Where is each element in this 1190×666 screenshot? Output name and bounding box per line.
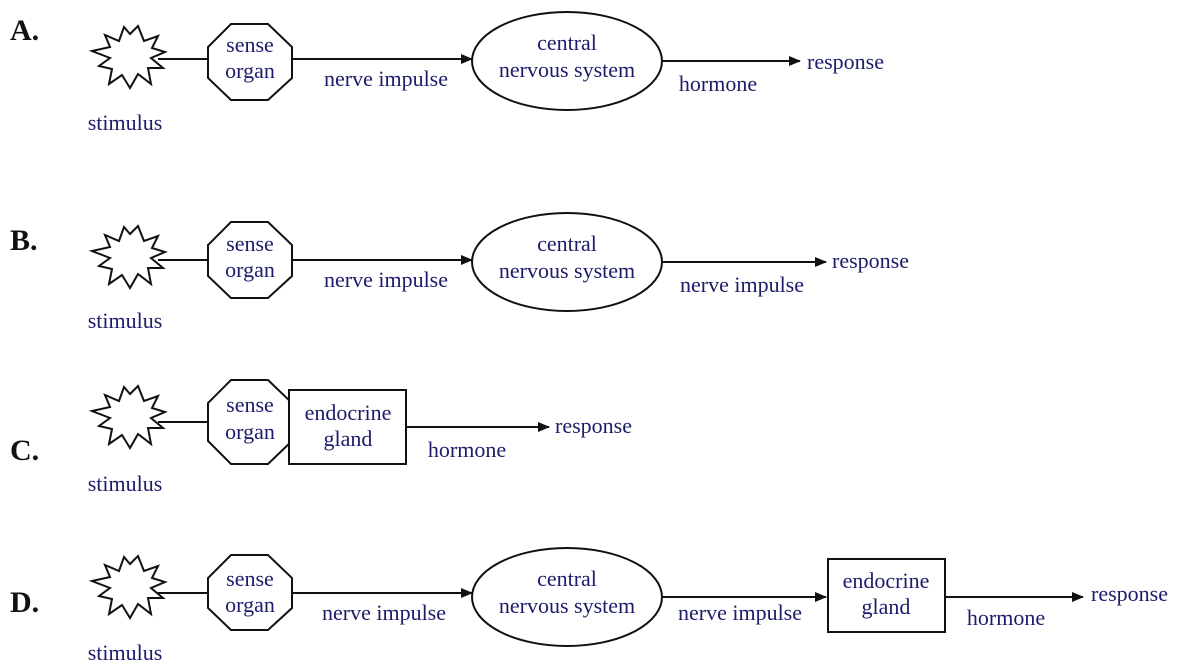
starburst-icon <box>88 24 168 90</box>
sense-organ-label-2: organ <box>225 58 275 83</box>
cns-label-1: central <box>537 566 597 591</box>
link-label-3: hormone <box>967 605 1045 630</box>
sense-organ-label-1: sense <box>226 392 274 417</box>
sense-organ-label-1: sense <box>226 32 274 57</box>
option-letter: B. <box>10 224 38 257</box>
option-b: B. stimulus sense organ nerve impulse ce… <box>10 212 909 333</box>
starburst-icon <box>88 224 168 290</box>
stimulus-label: stimulus <box>88 640 163 665</box>
option-letter: A. <box>10 14 39 47</box>
option-d: D. stimulus sense organ nerve impulse ce… <box>10 547 1168 665</box>
gland-label-2: gland <box>324 426 373 451</box>
cns-label-1: central <box>537 30 597 55</box>
starburst-icon <box>88 554 168 620</box>
link-label-1: hormone <box>428 437 506 462</box>
sense-organ-label-2: organ <box>225 257 275 282</box>
response-label: response <box>555 413 632 438</box>
link-label-2: hormone <box>679 71 757 96</box>
cns-label-2: nervous system <box>499 258 635 283</box>
option-letter: D. <box>10 586 39 619</box>
gland-label-1: endocrine <box>305 400 392 425</box>
cns-label-2: nervous system <box>499 57 635 82</box>
stimulus-label: stimulus <box>88 308 163 333</box>
sense-organ-label-1: sense <box>226 231 274 256</box>
link-label-1: nerve impulse <box>322 600 446 625</box>
option-c: C. stimulus sense organ endocrine gland … <box>10 379 632 496</box>
link-label-2: nerve impulse <box>678 600 802 625</box>
sense-organ-octagon <box>207 221 293 299</box>
link-label-1: nerve impulse <box>324 267 448 292</box>
option-letter: C. <box>10 434 39 467</box>
sense-organ-label-2: organ <box>225 419 275 444</box>
starburst-icon <box>88 384 168 450</box>
sense-organ-octagon <box>207 554 293 631</box>
sense-organ-octagon <box>207 379 293 465</box>
sense-organ-label-2: organ <box>225 592 275 617</box>
sense-organ-label-1: sense <box>226 566 274 591</box>
cns-label-1: central <box>537 231 597 256</box>
link-label-1: nerve impulse <box>324 66 448 91</box>
stimulus-label: stimulus <box>88 110 163 135</box>
response-label: response <box>807 49 884 74</box>
link-label-2: nerve impulse <box>680 272 804 297</box>
response-label: response <box>1091 581 1168 606</box>
gland-label-2: gland <box>862 594 911 619</box>
sense-organ-octagon <box>207 23 293 101</box>
gland-label-1: endocrine <box>843 568 930 593</box>
stimulus-label: stimulus <box>88 471 163 496</box>
cns-label-2: nervous system <box>499 593 635 618</box>
option-a: A. stimulus sense organ nerve impulse ce… <box>10 11 884 135</box>
response-label: response <box>832 248 909 273</box>
endocrine-gland-box <box>827 558 946 633</box>
